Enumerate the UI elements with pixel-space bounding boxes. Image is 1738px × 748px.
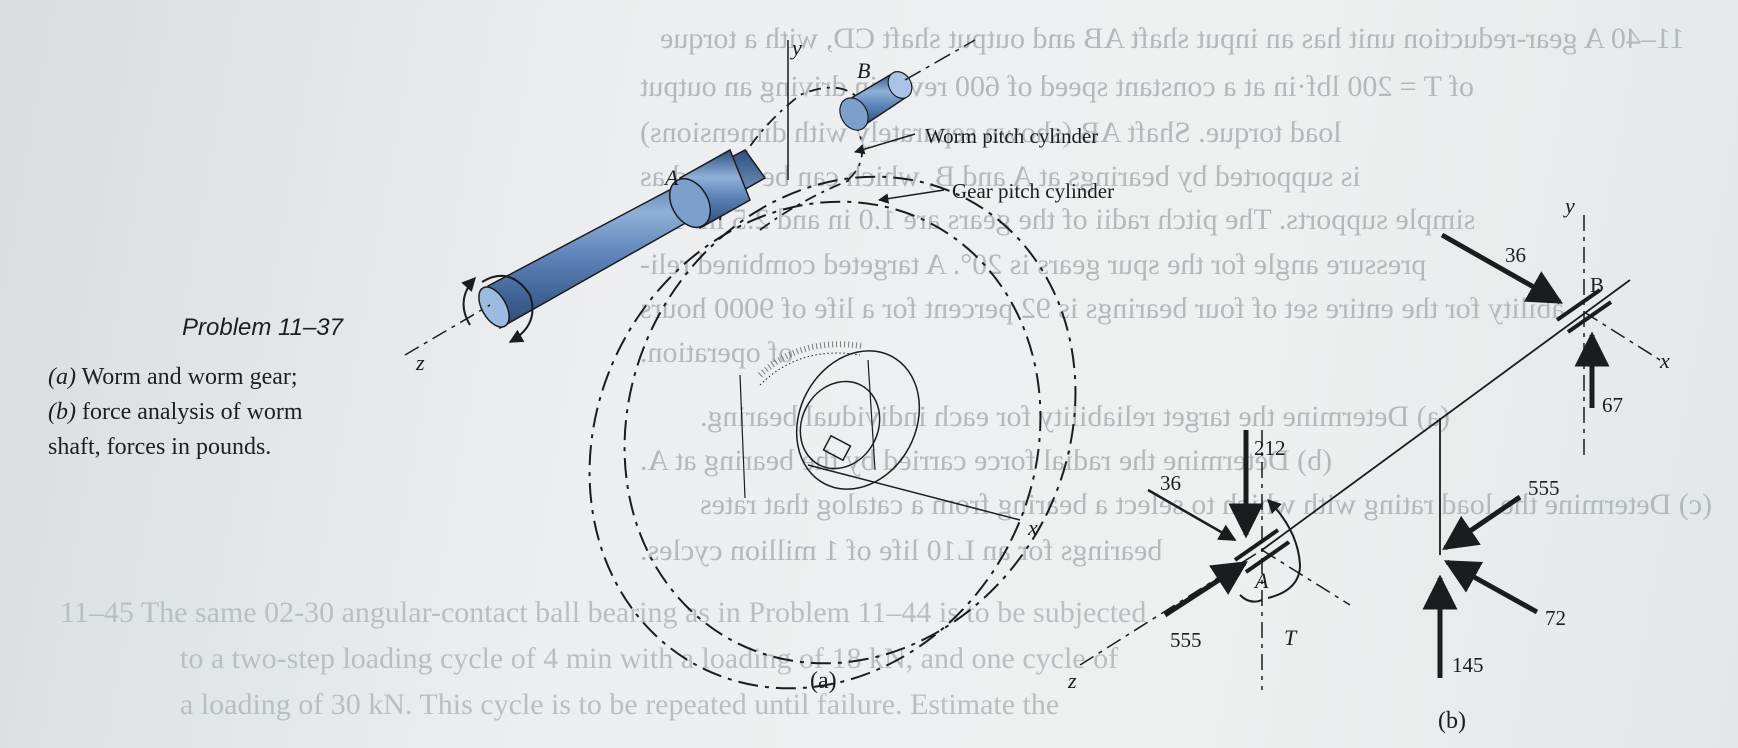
force-a-36-label: 36	[1160, 471, 1181, 495]
figure-b-label: (b)	[1438, 708, 1466, 734]
axis-x-label-b: x	[1659, 348, 1670, 373]
force-mesh-555-label: 555	[1528, 476, 1560, 500]
caption-part-b: (b)	[48, 399, 76, 425]
caption-line-3: shaft, forces in pounds.	[48, 434, 272, 460]
axis-x-a	[1261, 549, 1351, 606]
bearing-b-symbol	[1555, 288, 1613, 334]
curved-arrow-icon	[461, 274, 534, 343]
caption-line-1: (a) Worm and worm gear;	[48, 360, 378, 395]
axis-z-label: z	[415, 350, 425, 375]
gear-pitch-cylinder-label: Gear pitch cylinder	[952, 179, 1114, 203]
force-mesh-145-label: 145	[1452, 653, 1484, 677]
problem-title: Problem 11–37	[182, 314, 343, 341]
bearing-a-label: A	[663, 165, 679, 190]
force-b-36-label: 36	[1505, 243, 1526, 267]
force-a-555-label: 555	[1170, 628, 1202, 652]
force-b-67-label: 67	[1602, 393, 1623, 417]
axis-x-label: x	[1027, 515, 1038, 540]
caption-line-2: (b) force analysis of worm	[48, 395, 378, 430]
curved-arrow-icon	[1267, 499, 1302, 599]
bearing-a-label-b: A	[1253, 568, 1269, 593]
torque-label: T	[1284, 625, 1298, 650]
bearing-b-label: B	[857, 58, 870, 83]
force-b-36-arrow	[1440, 232, 1564, 305]
caption-line-2-text: force analysis of worm	[81, 399, 303, 425]
axis-x-b	[1583, 311, 1661, 361]
worm-pitch-cylinder-label: Worm pitch cylinder	[925, 124, 1098, 148]
force-a-212-label: 212	[1254, 436, 1286, 460]
shaft-line	[1261, 279, 1631, 551]
figure-caption: (a) Worm and worm gear; (b) force analys…	[48, 360, 378, 465]
bearing-a-symbol	[1233, 528, 1291, 574]
show-through-text: to a two-step loading cycle of 4 min wit…	[180, 642, 1119, 675]
force-mesh-72-arrow	[1443, 559, 1539, 615]
gear-pitch-leader	[877, 189, 945, 204]
torque-tail	[1239, 594, 1263, 603]
worm-pitch-leader	[853, 133, 916, 155]
show-through-text: a loading of 30 kN. This cycle is to be …	[180, 688, 1060, 721]
caption-part-a: (a)	[48, 364, 76, 390]
axis-z-b	[1079, 549, 1263, 666]
figure-a: y z x A B Worm pitch cylinder Gear pitch…	[404, 35, 1114, 694]
force-a-555-arrow	[1163, 560, 1248, 618]
force-mesh-72-label: 72	[1545, 606, 1566, 630]
axis-z-label-b: z	[1067, 668, 1077, 693]
caption-line-1-text: Worm and worm gear;	[81, 364, 298, 390]
worm-shaft	[478, 39, 976, 330]
force-a-36-arrow	[1147, 488, 1237, 542]
worm-gear	[588, 175, 1077, 690]
force-mesh-555-arrow	[1442, 494, 1522, 551]
axis-y-label: y	[790, 35, 802, 60]
figure-a-label: (a)	[810, 668, 837, 694]
axis-y-label-b: y	[1563, 193, 1575, 218]
axes-a	[404, 40, 1021, 521]
figure-b: 36 67 212 36 555 555 72 145 B A T y x z …	[1067, 193, 1670, 734]
bearing-b-label-b: B	[1590, 273, 1604, 297]
